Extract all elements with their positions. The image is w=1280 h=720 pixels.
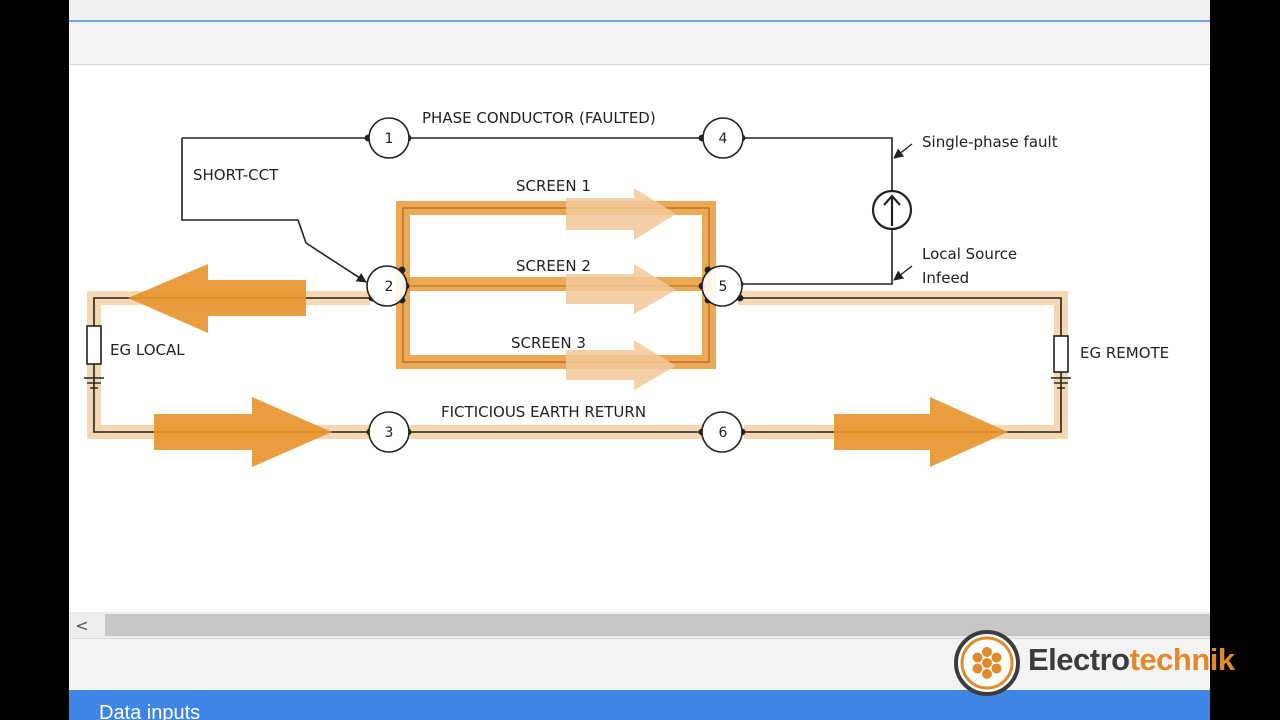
cable-logo-icon xyxy=(954,630,1020,696)
data-inputs-title: Data inputs xyxy=(99,702,201,720)
screen2-label: SCREEN 2 xyxy=(516,257,591,275)
node-3-label: 3 xyxy=(385,425,394,441)
node-1[interactable]: 1 xyxy=(368,117,410,159)
fault-branch-wire xyxy=(740,137,893,192)
short-cct-arrow xyxy=(351,272,367,283)
horizontal-scrollbar[interactable]: < xyxy=(69,612,1210,638)
screen-direction-arrows xyxy=(566,188,676,390)
app-window: 1 4 2 5 3 6 PHASE CONDUC xyxy=(69,0,1210,720)
eg-remote-resistor xyxy=(1053,335,1069,373)
flow-arrow-left xyxy=(128,264,306,333)
title-bar xyxy=(69,0,1210,22)
node-6[interactable]: 6 xyxy=(701,411,743,453)
scroll-left-button[interactable]: < xyxy=(75,615,89,635)
current-source-icon xyxy=(871,189,913,231)
screen1-label: SCREEN 1 xyxy=(516,177,591,195)
infeed-label: Infeed xyxy=(922,269,969,287)
node-4[interactable]: 4 xyxy=(702,117,744,159)
earth-icon xyxy=(1051,377,1071,389)
data-inputs-panel-header[interactable]: Data inputs xyxy=(69,690,1210,720)
scrollbar-thumb[interactable] xyxy=(105,614,1210,636)
brand-name-part1: Electro xyxy=(1028,642,1130,677)
fault-pointer-arrow xyxy=(893,143,913,159)
eg-local-label: EG LOCAL xyxy=(110,341,185,359)
short-cct-link xyxy=(297,219,367,283)
diagram-canvas: 1 4 2 5 3 6 PHASE CONDUC xyxy=(69,66,1210,612)
earth-return-label: FICTICIOUS EARTH RETURN xyxy=(441,403,646,421)
node-1-label: 1 xyxy=(385,131,394,147)
earth-icon xyxy=(84,377,104,389)
brand-logo: Electrotechnik xyxy=(952,628,1252,698)
flow-arrow-right-local xyxy=(154,397,332,467)
node-2-label: 2 xyxy=(385,279,394,295)
phase-conductor-label: PHASE CONDUCTOR (FAULTED) xyxy=(422,109,656,127)
current-flow-arrows xyxy=(128,264,1008,467)
node-4-label: 4 xyxy=(719,131,728,147)
node-5[interactable]: 5 xyxy=(701,265,743,307)
node-3[interactable]: 3 xyxy=(368,411,410,453)
eg-local-resistor xyxy=(86,325,102,365)
node-5-label: 5 xyxy=(719,279,728,295)
eg-remote-label: EG REMOTE xyxy=(1080,344,1169,362)
eg-remote-top-wire xyxy=(738,297,1062,336)
toolbar xyxy=(69,22,1210,65)
brand-name: Electrotechnik xyxy=(1028,642,1235,678)
screen3-label: SCREEN 3 xyxy=(511,334,586,352)
short-cct-label: SHORT-CCT xyxy=(193,166,279,184)
brand-name-part2: technik xyxy=(1129,642,1236,677)
local-source-label: Local Source xyxy=(922,245,1017,263)
flow-arrow-right-remote xyxy=(834,397,1008,467)
node-6-label: 6 xyxy=(719,425,728,441)
node-2[interactable]: 2 xyxy=(366,265,408,307)
single-phase-fault-label: Single-phase fault xyxy=(922,133,1058,151)
short-cct-side-wire xyxy=(181,138,298,221)
circuit-diagram: 1 4 2 5 3 6 PHASE CONDUC xyxy=(84,109,1169,467)
infeed-pointer-arrow xyxy=(893,265,913,281)
source-return-wire xyxy=(740,228,893,285)
